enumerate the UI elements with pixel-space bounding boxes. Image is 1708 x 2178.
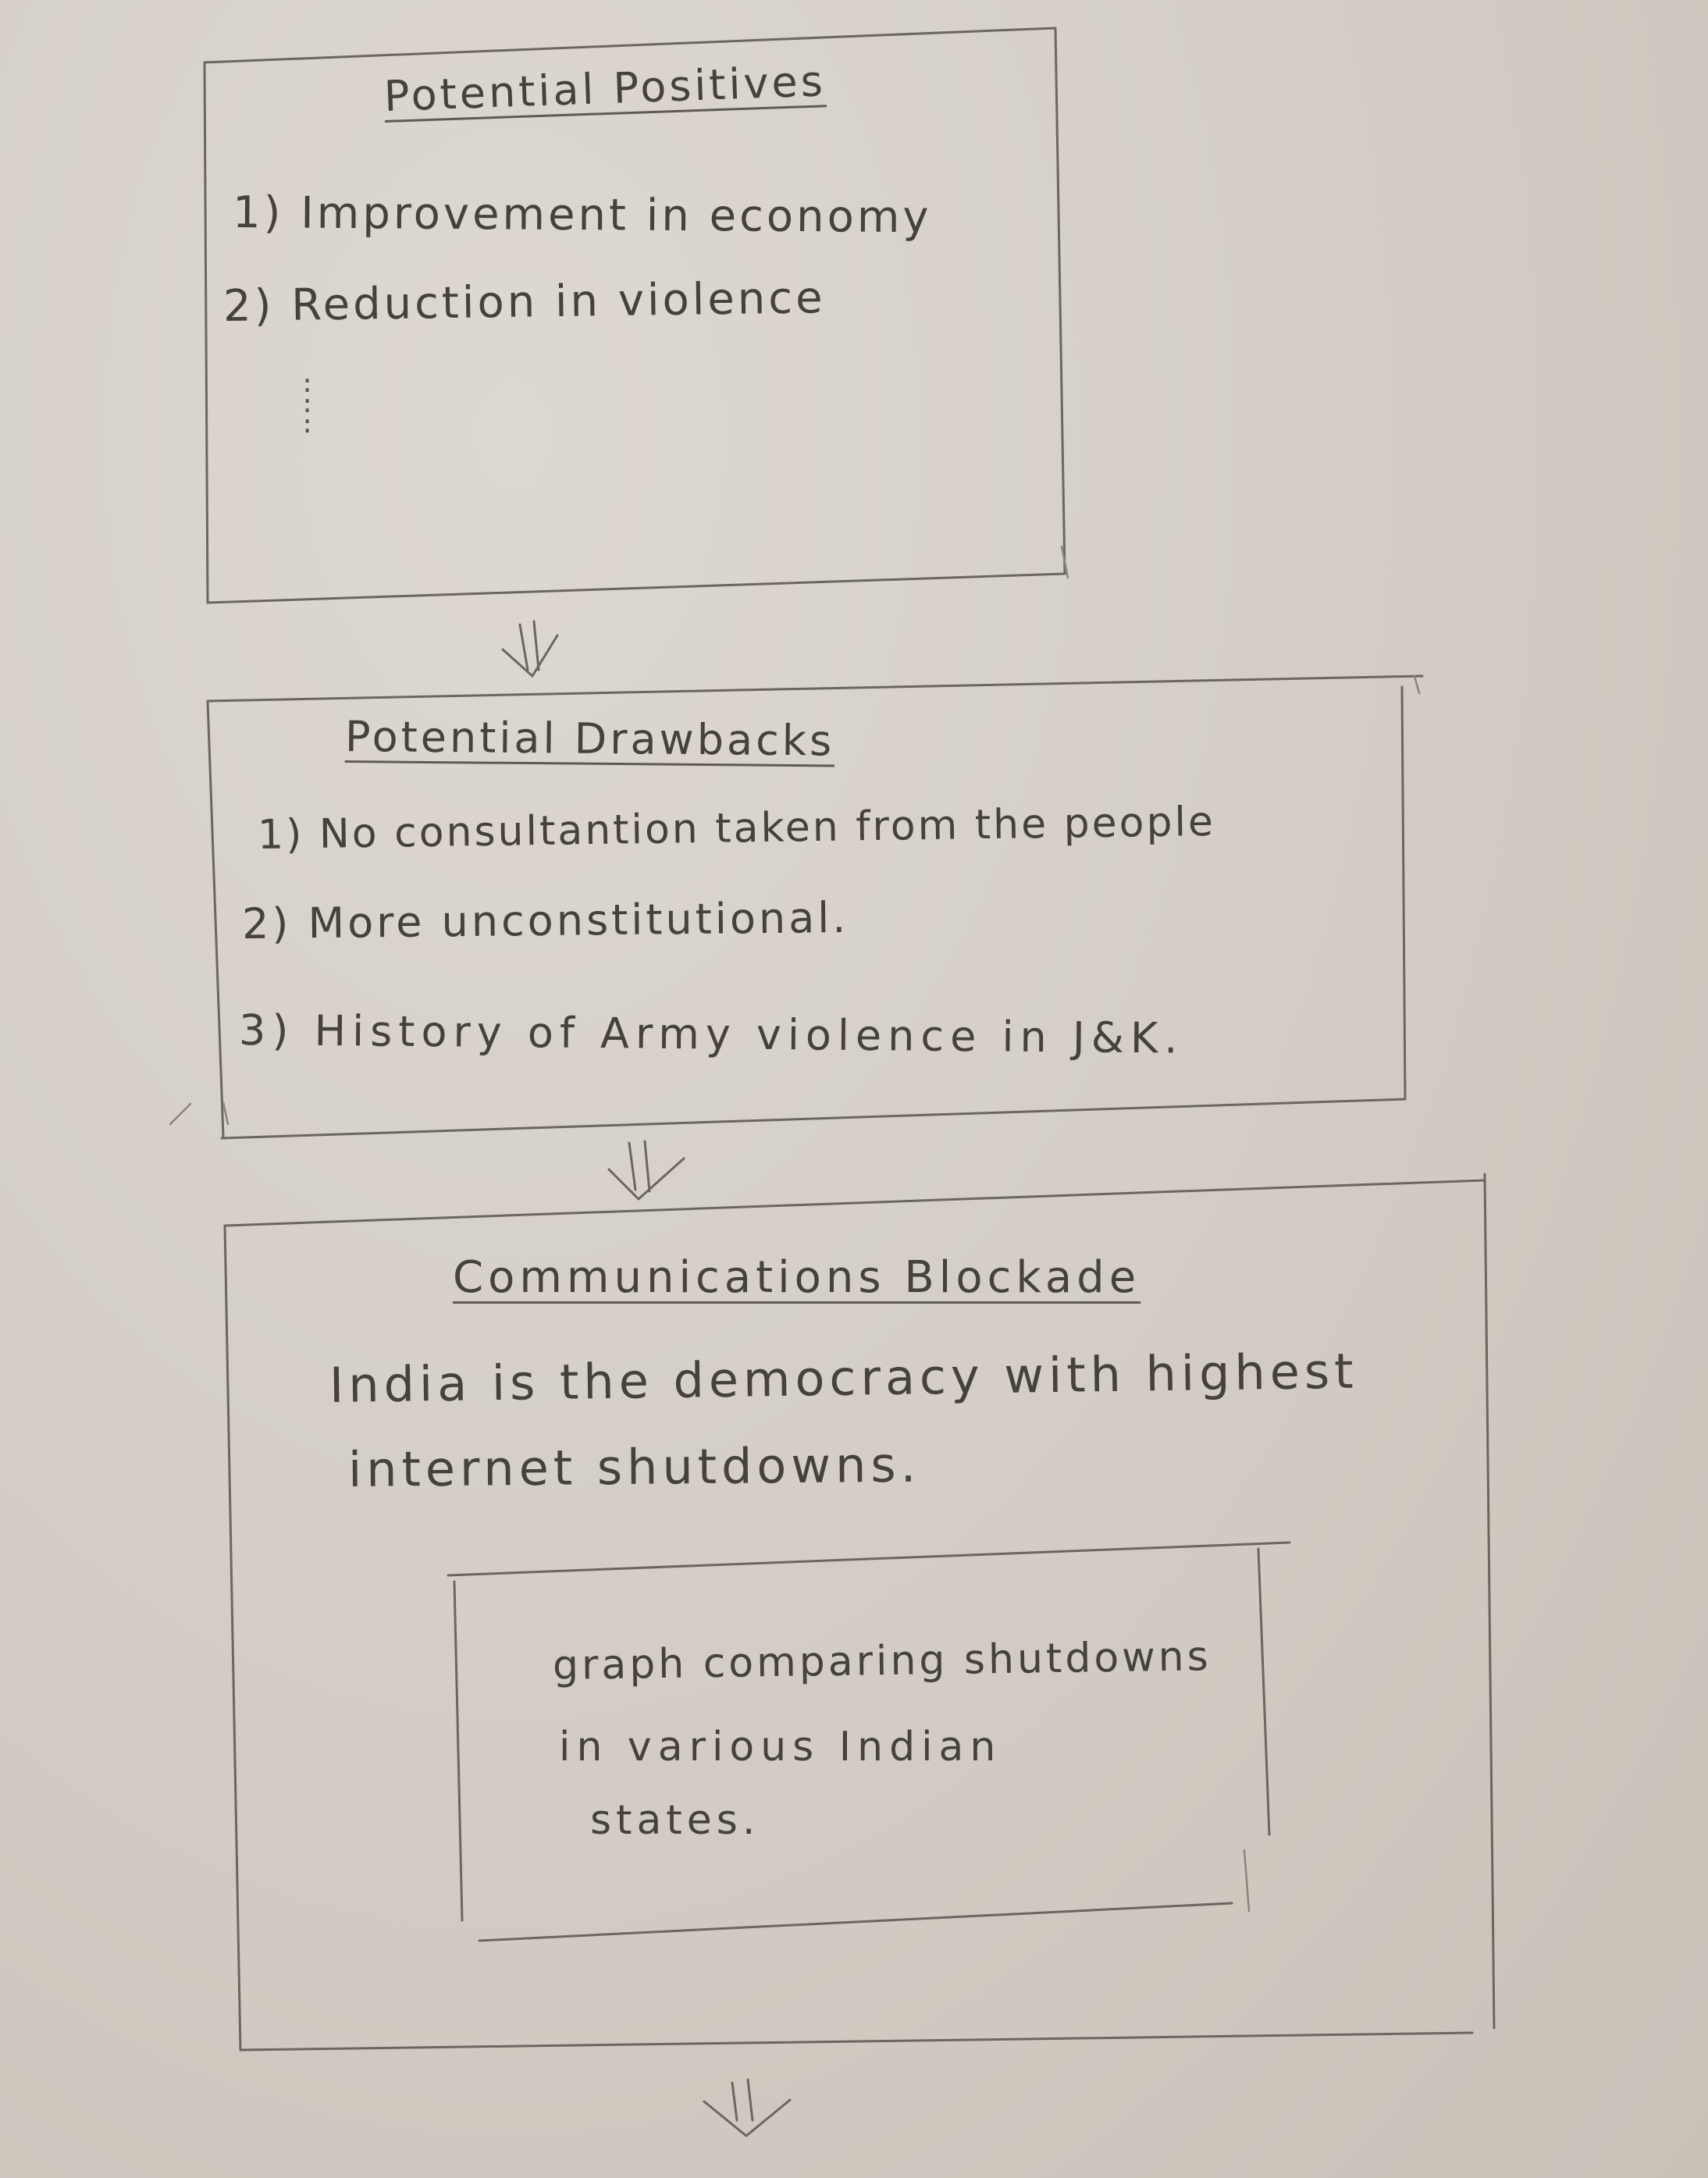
positives-ellipsis: : : :	[300, 368, 315, 439]
blockade-text-line-2: internet shutdowns.	[347, 1436, 921, 1498]
graph-placeholder-line-1: graph comparing shutdowns	[552, 1633, 1212, 1689]
blockade-title: Communications Blockade	[453, 1252, 1141, 1303]
graph-placeholder-line-2: in various Indian	[559, 1724, 1002, 1771]
down-double-arrow-icon	[703, 2078, 792, 2137]
down-double-arrow-icon	[501, 620, 559, 678]
positives-item-2: 2) Reduction in violence	[222, 272, 826, 332]
blockade-box-outline	[223, 1173, 1496, 2052]
graph-placeholder-outline	[447, 1541, 1291, 1942]
positives-item-1: 1) Improvement in economy	[232, 187, 932, 244]
graph-placeholder-line-3: states.	[590, 1797, 760, 1844]
drawbacks-item-3: 3) History of Army violence in J&K.	[238, 1005, 1184, 1063]
drawbacks-title: Potential Drawbacks	[344, 712, 835, 766]
drawbacks-box-outline	[169, 674, 1424, 1140]
down-double-arrow-icon	[607, 1140, 685, 1201]
positives-box-outline	[203, 27, 1069, 604]
drawbacks-item-2: 2) More unconstitutional.	[241, 892, 849, 948]
